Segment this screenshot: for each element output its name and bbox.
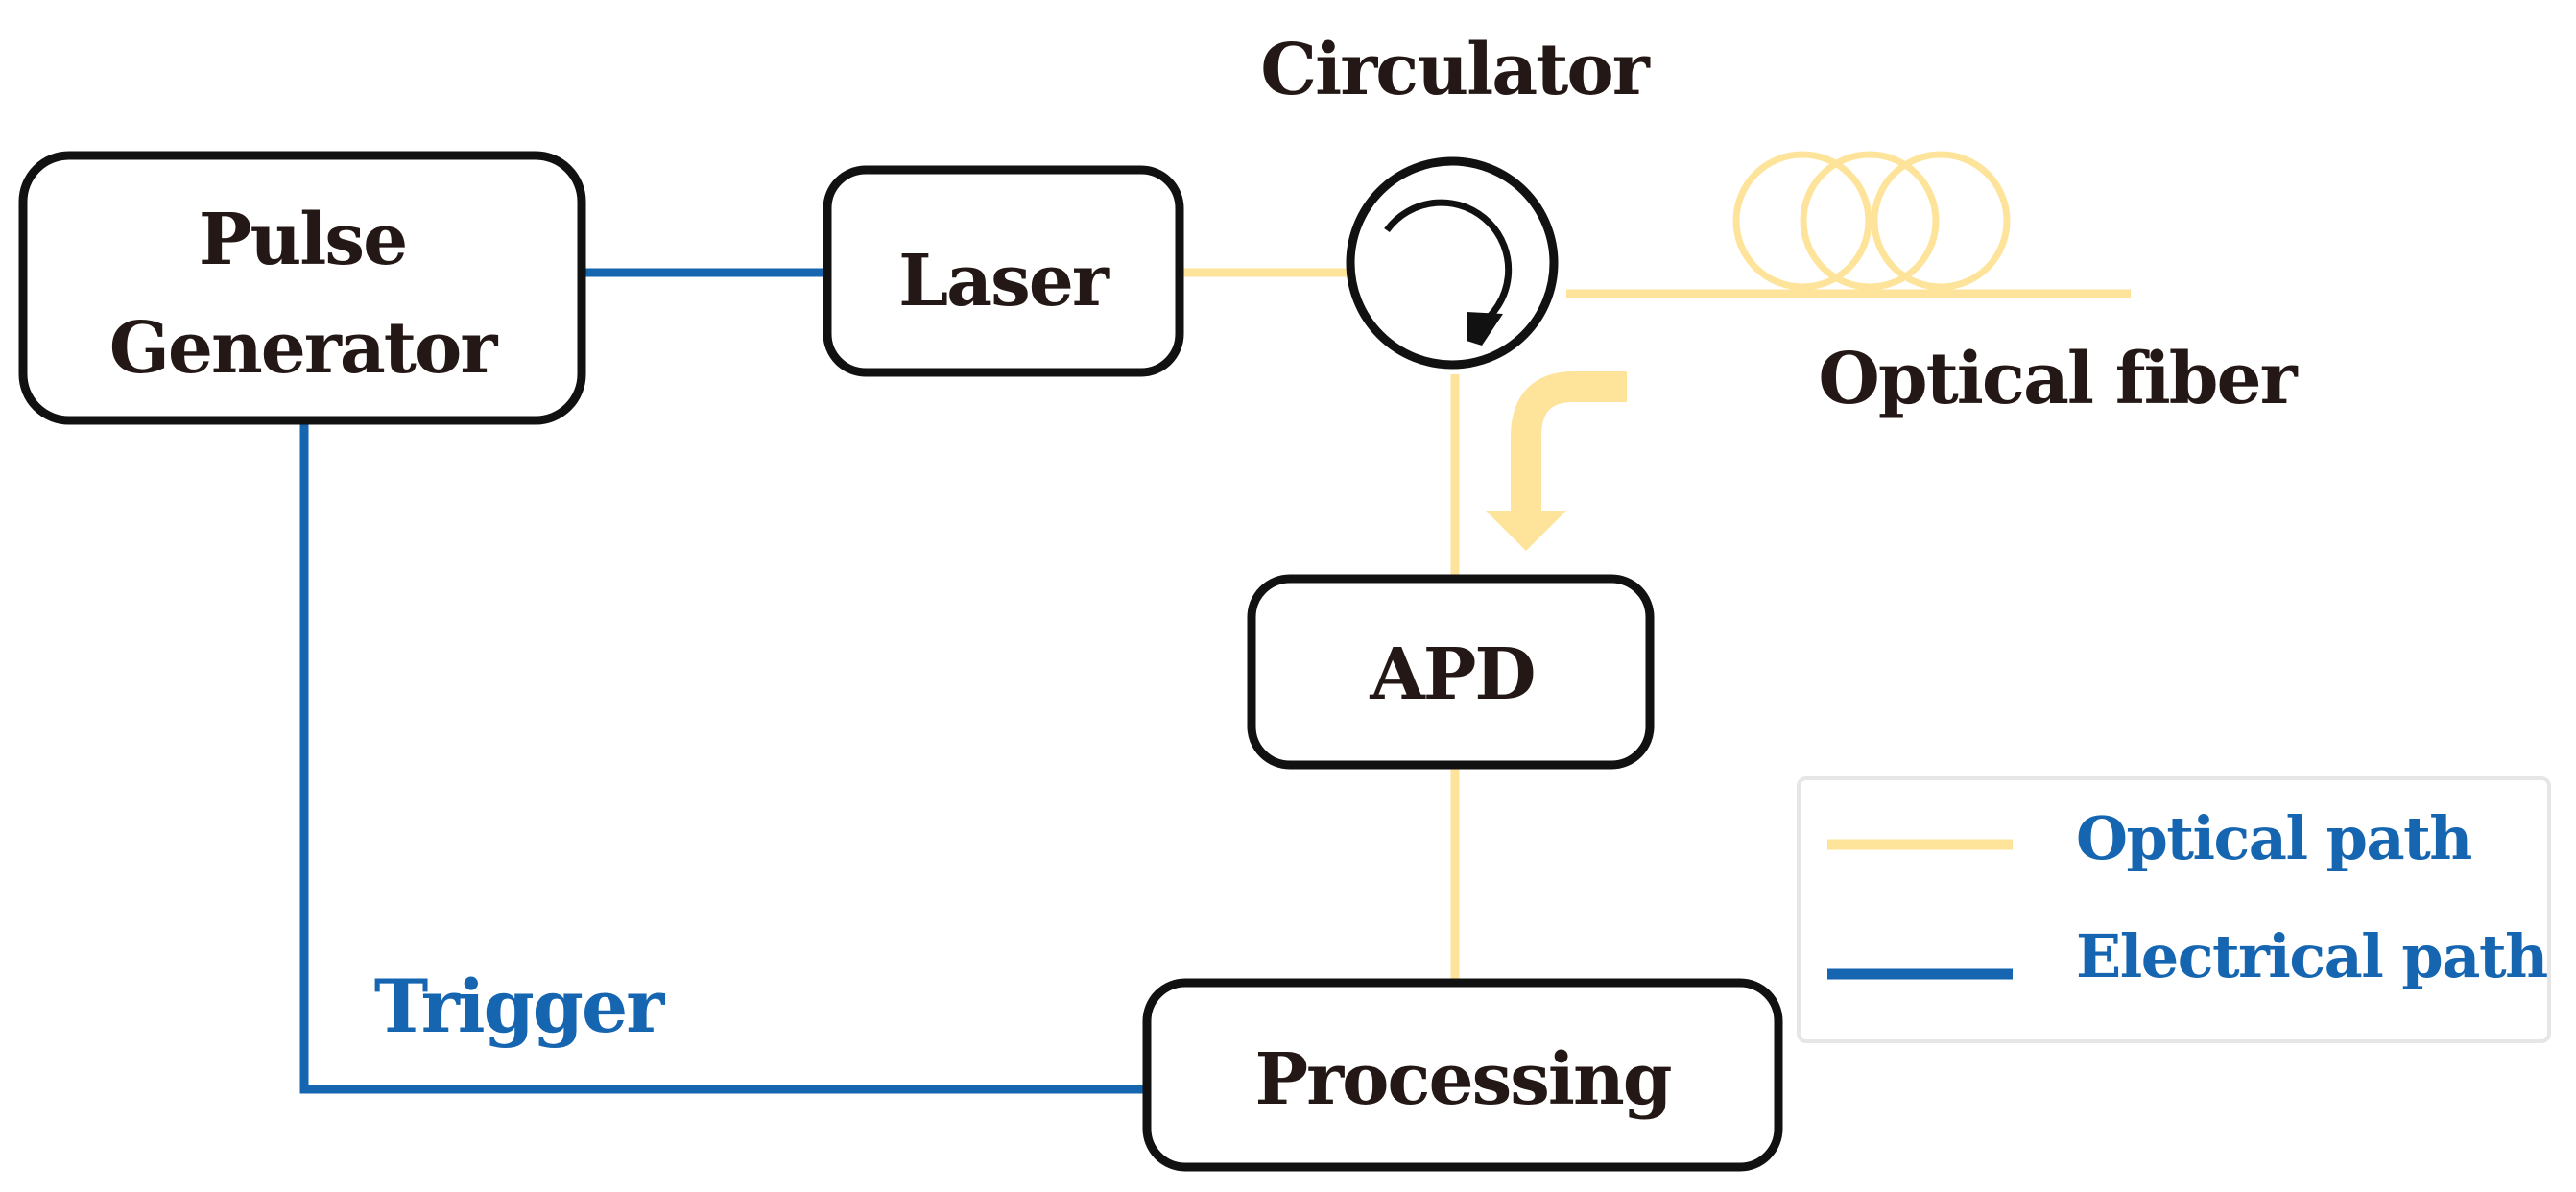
legend-optical-label: Optical path [2076, 803, 2471, 873]
processing-block: Processing [1142, 978, 1783, 1172]
electrical-link-trigger [299, 422, 1147, 1094]
pulse-generator-label-line2: Generator [109, 307, 499, 390]
pulse-generator-block: Pulse Generator [18, 151, 586, 425]
circulator-label: Circulator [1260, 29, 1650, 111]
apd-block: APD [1247, 574, 1655, 770]
processing-label: Processing [1254, 1038, 1671, 1121]
optical-fiber-label: Optical fiber [1818, 338, 2298, 420]
apd-label: APD [1369, 633, 1534, 716]
circulator-icon [1346, 156, 1559, 370]
fiber-coil-icon [1732, 151, 2011, 291]
laser-label: Laser [898, 240, 1110, 322]
trigger-label: Trigger [374, 964, 666, 1049]
legend-electrical-label: Electrical path [2076, 921, 2547, 991]
pulse-generator-label-line1: Pulse [199, 199, 406, 281]
legend: Optical path Electrical path [1797, 776, 2551, 1043]
laser-block: Laser [823, 165, 1184, 377]
return-arrow-icon [1486, 371, 1627, 551]
